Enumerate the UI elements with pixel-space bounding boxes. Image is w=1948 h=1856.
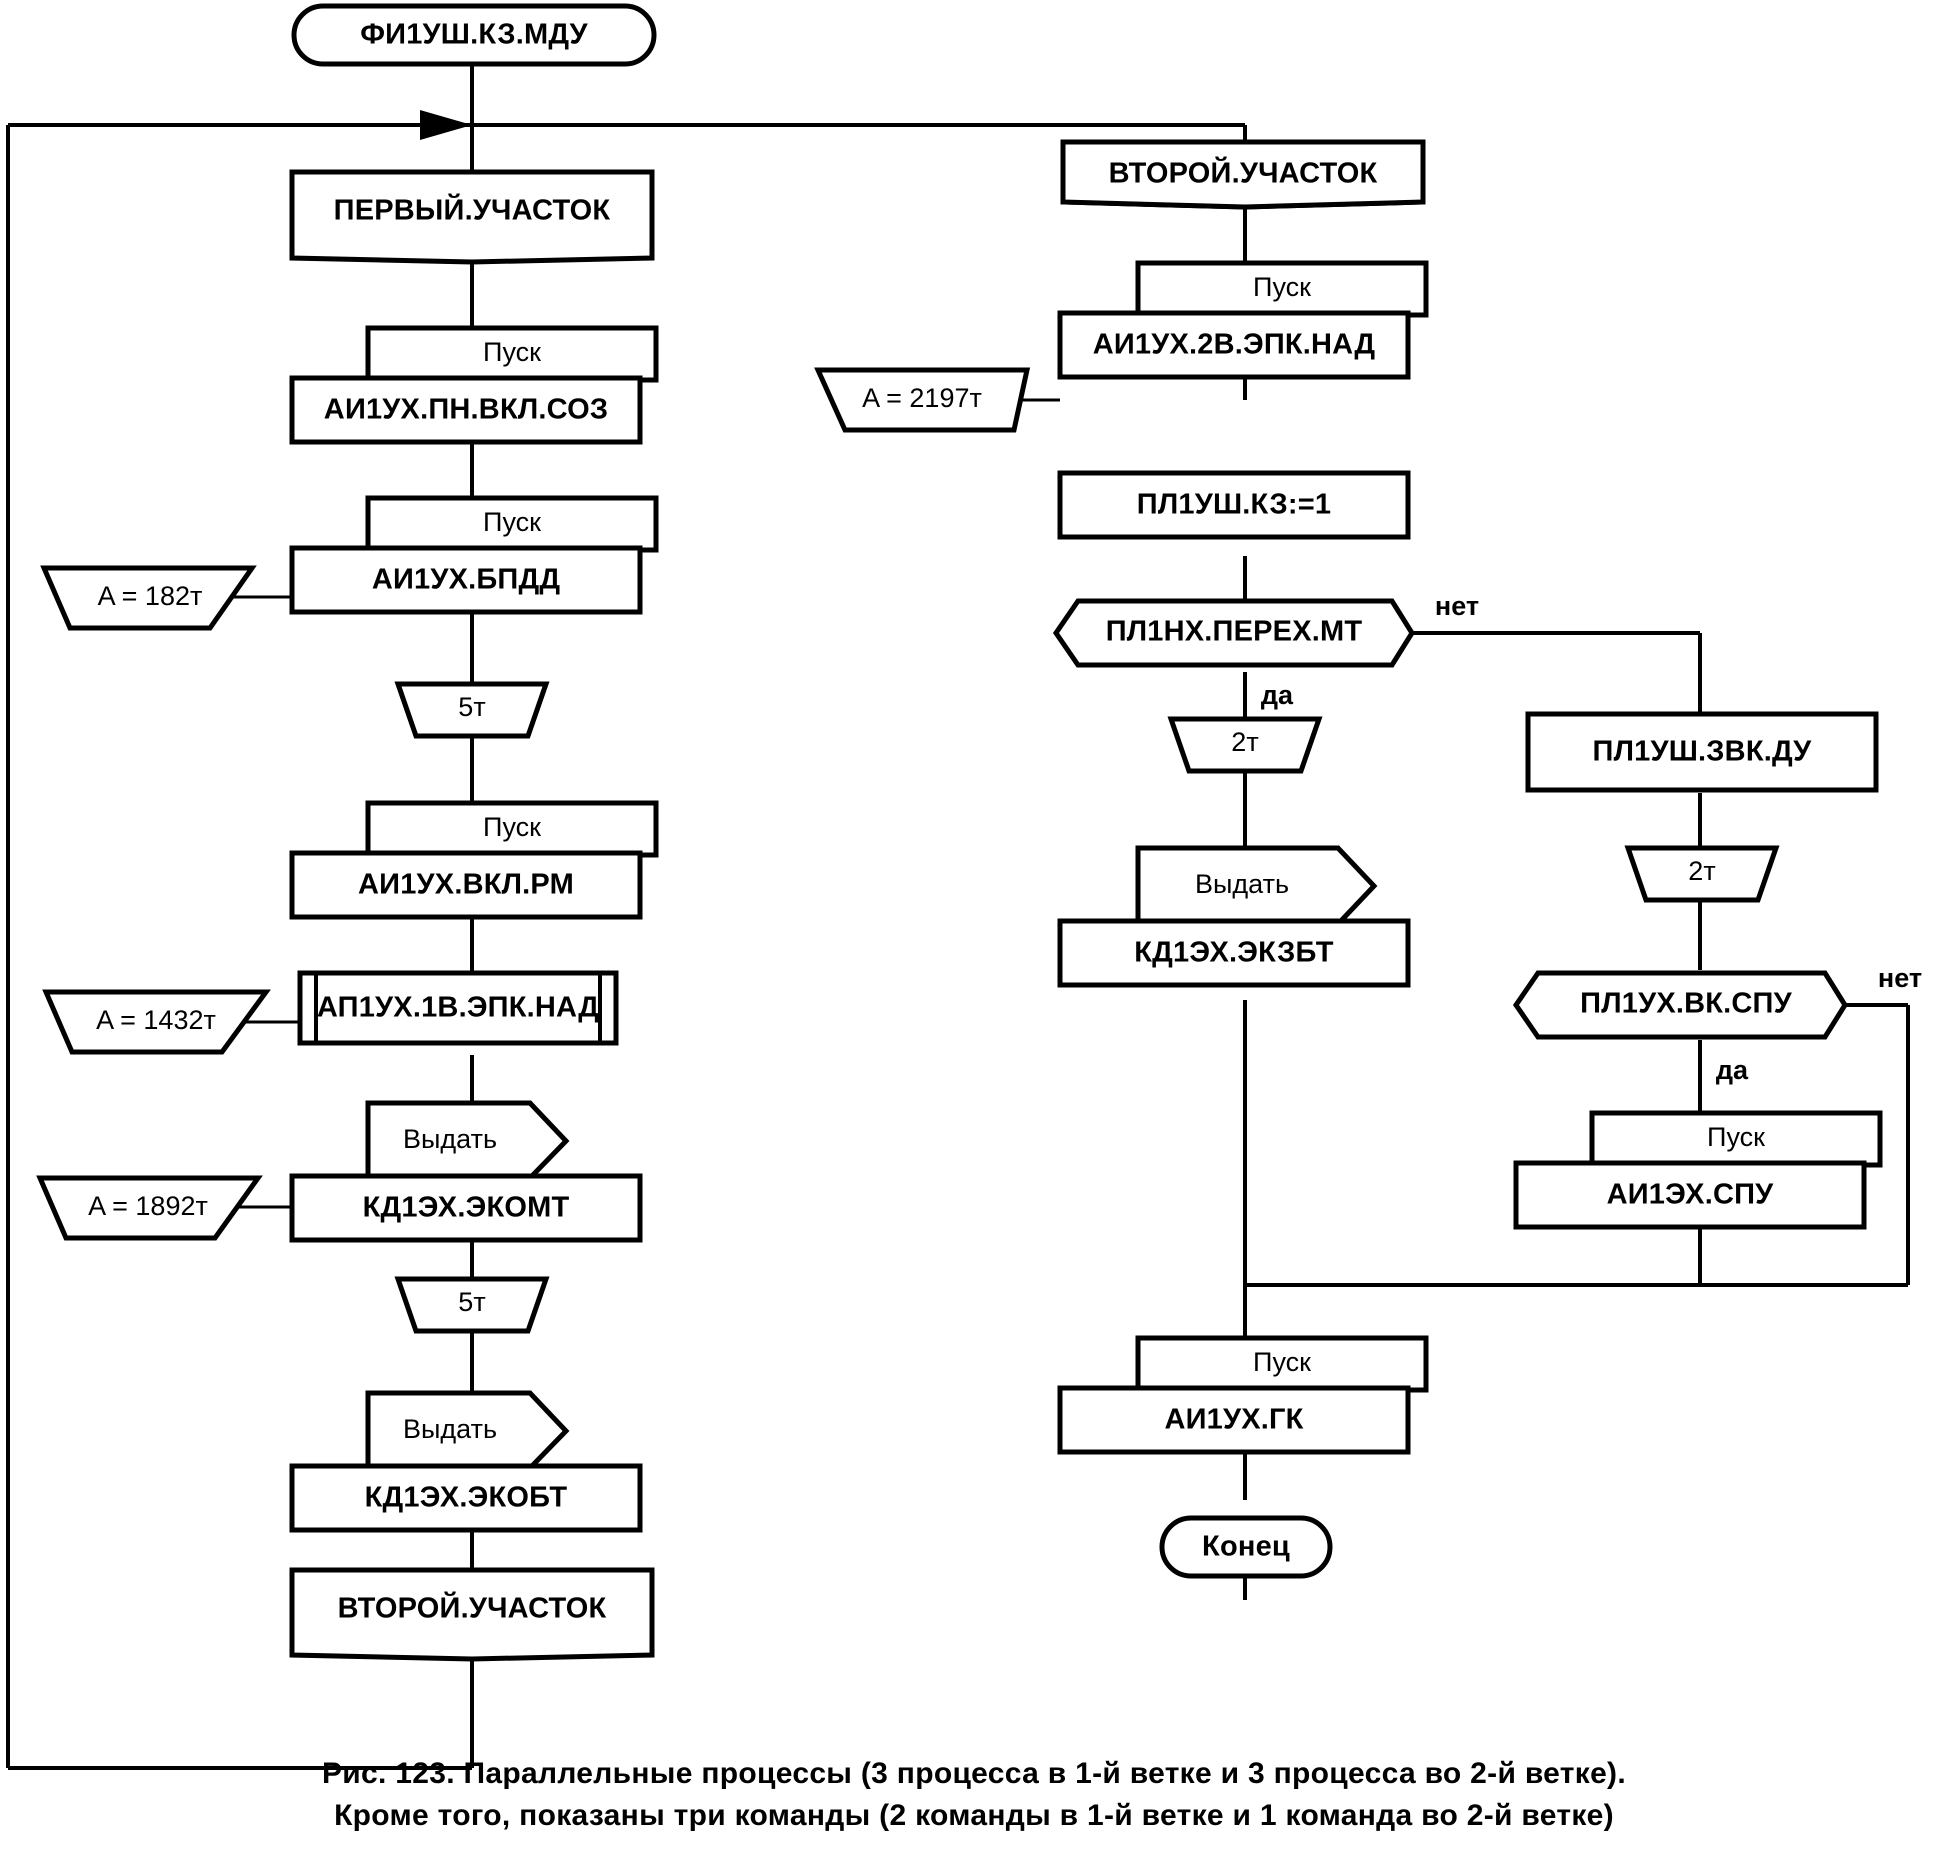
node-left-section-top-label: ПЕРВЫЙ.УЧАСТОК	[334, 193, 611, 227]
node-r3-body-label: КД1ЭХ.ЭКЗБТ	[1134, 937, 1333, 969]
node-left-section-bottom-label: ВТОРОЙ.УЧАСТОК	[338, 1591, 607, 1625]
node-l5-param: A = 1892т	[36, 1175, 263, 1241]
node-end-label: Конец	[1202, 1531, 1290, 1563]
node-r-decision1: ПЛ1НХ.ПЕРЕХ.МТ нет да	[1052, 591, 1479, 710]
node-b1-body-label: ПЛ1УШ.ЗВК.ДУ	[1593, 736, 1813, 768]
node-b-decision1: ПЛ1УХ.ВК.СПУ нет да	[1512, 963, 1922, 1085]
node-l1: Пуск АИ1УХ.ПН.ВКЛ.СОЗ	[289, 325, 659, 445]
node-r4-header-label: Пуск	[1253, 1347, 1311, 1377]
node-l2-param-label: A = 182т	[98, 581, 203, 611]
node-r-delay1-label: 2т	[1231, 727, 1258, 757]
node-l4-body-label: АП1УХ.1В.ЭПК.НАД	[317, 992, 599, 1024]
node-l4-param-label: A = 1432т	[96, 1005, 216, 1035]
node-l6-body-label: КД1ЭХ.ЭКОБТ	[365, 1482, 568, 1514]
node-r4-body-label: АИ1УХ.ГК	[1164, 1404, 1303, 1436]
node-l5-body-label: КД1ЭХ.ЭКОМТ	[363, 1192, 570, 1224]
node-l4-param: A = 1432т	[42, 989, 271, 1055]
decision1-no-label: нет	[1435, 591, 1479, 621]
decision2-yes-label: да	[1716, 1055, 1749, 1085]
node-r-decision1-label: ПЛ1НХ.ПЕРЕХ.МТ	[1106, 616, 1363, 648]
node-l6-header-label: Выдать	[403, 1414, 497, 1444]
node-r1-header-label: Пуск	[1253, 272, 1311, 302]
node-l3-body-label: АИ1УХ.ВКЛ.РМ	[358, 869, 574, 901]
node-l2-body-label: АИ1УХ.БПДД	[372, 564, 561, 596]
node-l-delay2-label: 5т	[458, 1287, 485, 1317]
node-l5-param-label: A = 1892т	[88, 1191, 208, 1221]
node-l6: Выдать КД1ЭХ.ЭКОБТ	[289, 1390, 643, 1533]
node-r3-header-label: Выдать	[1195, 869, 1289, 899]
node-b1: ПЛ1УШ.ЗВК.ДУ	[1525, 711, 1879, 793]
node-start-label: ФИ1УШ.КЗ.МДУ	[360, 19, 588, 51]
node-l5-header-label: Выдать	[403, 1124, 497, 1154]
node-r1-param-label: A = 2197т	[862, 383, 982, 413]
node-r2-body-label: ПЛ1УШ.КЗ:=1	[1137, 489, 1331, 521]
node-b2: Пуск АИ1ЭХ.СПУ	[1513, 1110, 1883, 1230]
node-r-delay1: 2т	[1167, 716, 1323, 774]
node-l2: Пуск АИ1УХ.БПДД	[289, 495, 659, 615]
node-left-section-bottom: ВТОРОЙ.УЧАСТОК	[289, 1567, 655, 1662]
node-b2-body-label: АИ1ЭХ.СПУ	[1607, 1179, 1775, 1211]
node-r1: Пуск АИ1УХ.2В.ЭПК.НАД	[1057, 260, 1429, 380]
node-right-section-top: ВТОРОЙ.УЧАСТОК	[1060, 139, 1426, 210]
node-left-section-top: ПЕРВЫЙ.УЧАСТОК	[289, 169, 655, 265]
node-l-delay1-label: 5т	[458, 692, 485, 722]
caption-line-2: Кроме того, показаны три команды (2 кома…	[334, 1799, 1614, 1833]
node-r3: Выдать КД1ЭХ.ЭКЗБТ	[1057, 845, 1411, 988]
node-end: Конец	[1159, 1515, 1333, 1579]
node-r4: Пуск АИ1УХ.ГК	[1057, 1335, 1429, 1455]
node-b2-header-label: Пуск	[1707, 1122, 1765, 1152]
node-r1-param: A = 2197т	[814, 367, 1031, 433]
node-right-section-top-label: ВТОРОЙ.УЧАСТОК	[1109, 156, 1378, 190]
node-l4: АП1УХ.1В.ЭПК.НАД	[297, 970, 619, 1046]
decision2-no-label: нет	[1878, 963, 1922, 993]
node-r2: ПЛ1УШ.КЗ:=1	[1057, 470, 1411, 540]
node-l1-header-label: Пуск	[483, 337, 541, 367]
node-l2-header-label: Пуск	[483, 507, 541, 537]
node-l-delay1: 5т	[394, 681, 550, 739]
node-start: ФИ1УШ.КЗ.МДУ	[291, 3, 657, 67]
node-l-delay2: 5т	[394, 1276, 550, 1334]
node-b-delay1: 2т	[1624, 845, 1780, 903]
figure-caption: Рис. 123. Параллельные процессы (3 проце…	[0, 1753, 1948, 1838]
node-l3: Пуск АИ1УХ.ВКЛ.РМ	[289, 800, 659, 920]
node-b-decision1-label: ПЛ1УХ.ВК.СПУ	[1580, 988, 1792, 1020]
caption-line-1: Рис. 123. Параллельные процессы (3 проце…	[321, 1756, 1626, 1790]
node-l2-param: A = 182т	[40, 565, 257, 631]
node-r1-body-label: АИ1УХ.2В.ЭПК.НАД	[1093, 329, 1376, 361]
node-b-delay1-label: 2т	[1688, 856, 1715, 886]
decision1-yes-label: да	[1261, 680, 1294, 710]
loop-arrowhead	[420, 110, 472, 140]
node-l1-body-label: АИ1УХ.ПН.ВКЛ.СОЗ	[324, 394, 608, 426]
node-l5: Выдать КД1ЭХ.ЭКОМТ	[289, 1100, 643, 1243]
node-l3-header-label: Пуск	[483, 812, 541, 842]
